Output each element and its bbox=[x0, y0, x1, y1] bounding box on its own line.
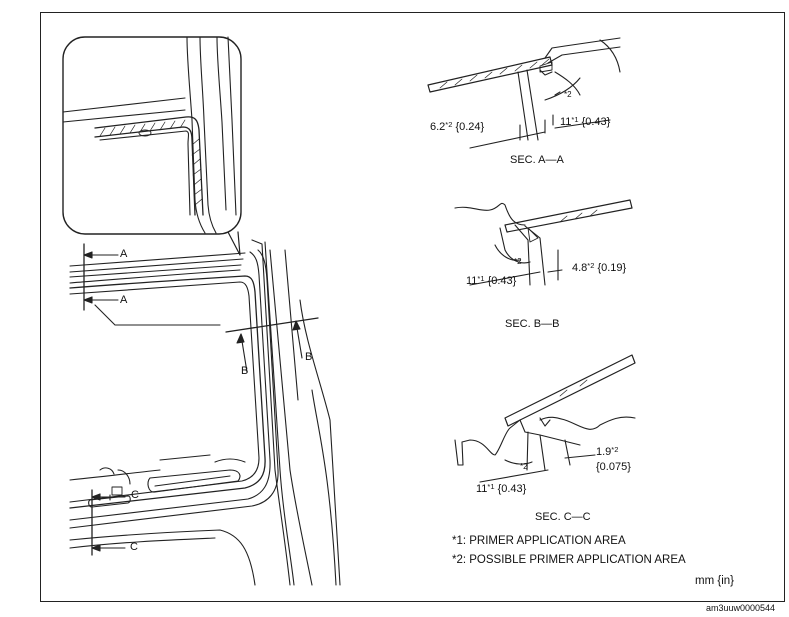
arrow-a-lower-label: A bbox=[120, 294, 128, 306]
aa-left-dimension: 6.2*2 {0.24} bbox=[430, 120, 485, 133]
bb-angle-mark: *2 bbox=[514, 257, 522, 266]
diagram-frame bbox=[40, 12, 785, 602]
arrow-b-left-label: B bbox=[241, 365, 249, 377]
bb-right-dimension: 4.8*2 {0.19} bbox=[572, 261, 627, 274]
note-possible-primer-area: *2: POSSIBLE PRIMER APPLICATION AREA bbox=[452, 554, 686, 566]
arrow-b-right-label: B bbox=[305, 351, 313, 363]
section-aa-drawing bbox=[427, 37, 621, 149]
sec-cc-title: SEC. C—C bbox=[535, 511, 591, 523]
cc-right-dimension-mm: 1.9*2 bbox=[596, 445, 619, 458]
image-id-label: am3uuw0000544 bbox=[706, 603, 776, 613]
bb-left-dimension: 11*1 {0.43} bbox=[466, 274, 517, 287]
sec-bb-title: SEC. B—B bbox=[505, 318, 560, 330]
windshield-view bbox=[69, 239, 341, 586]
arrow-a-upper-label: A bbox=[120, 248, 128, 260]
note-primer-area: *1: PRIMER APPLICATION AREA bbox=[452, 535, 626, 547]
arrow-c-lower-label: C bbox=[130, 541, 138, 553]
cc-right-dimension-in: {0.075} bbox=[596, 461, 631, 473]
aa-right-dimension: 11*1 {0.43} bbox=[560, 115, 611, 128]
sec-aa-title: SEC. A—A bbox=[510, 154, 564, 166]
cc-angle-mark: *2 bbox=[520, 462, 528, 471]
cc-left-dimension: 11*1 {0.43} bbox=[476, 482, 527, 495]
arrow-c-upper-label: C bbox=[131, 489, 139, 501]
detail-callout bbox=[62, 36, 242, 256]
aa-angle-mark: *2 bbox=[564, 90, 572, 99]
section-cc-drawing bbox=[454, 354, 636, 483]
section-bb-drawing bbox=[454, 199, 633, 286]
unit-label: mm {in} bbox=[695, 575, 734, 587]
